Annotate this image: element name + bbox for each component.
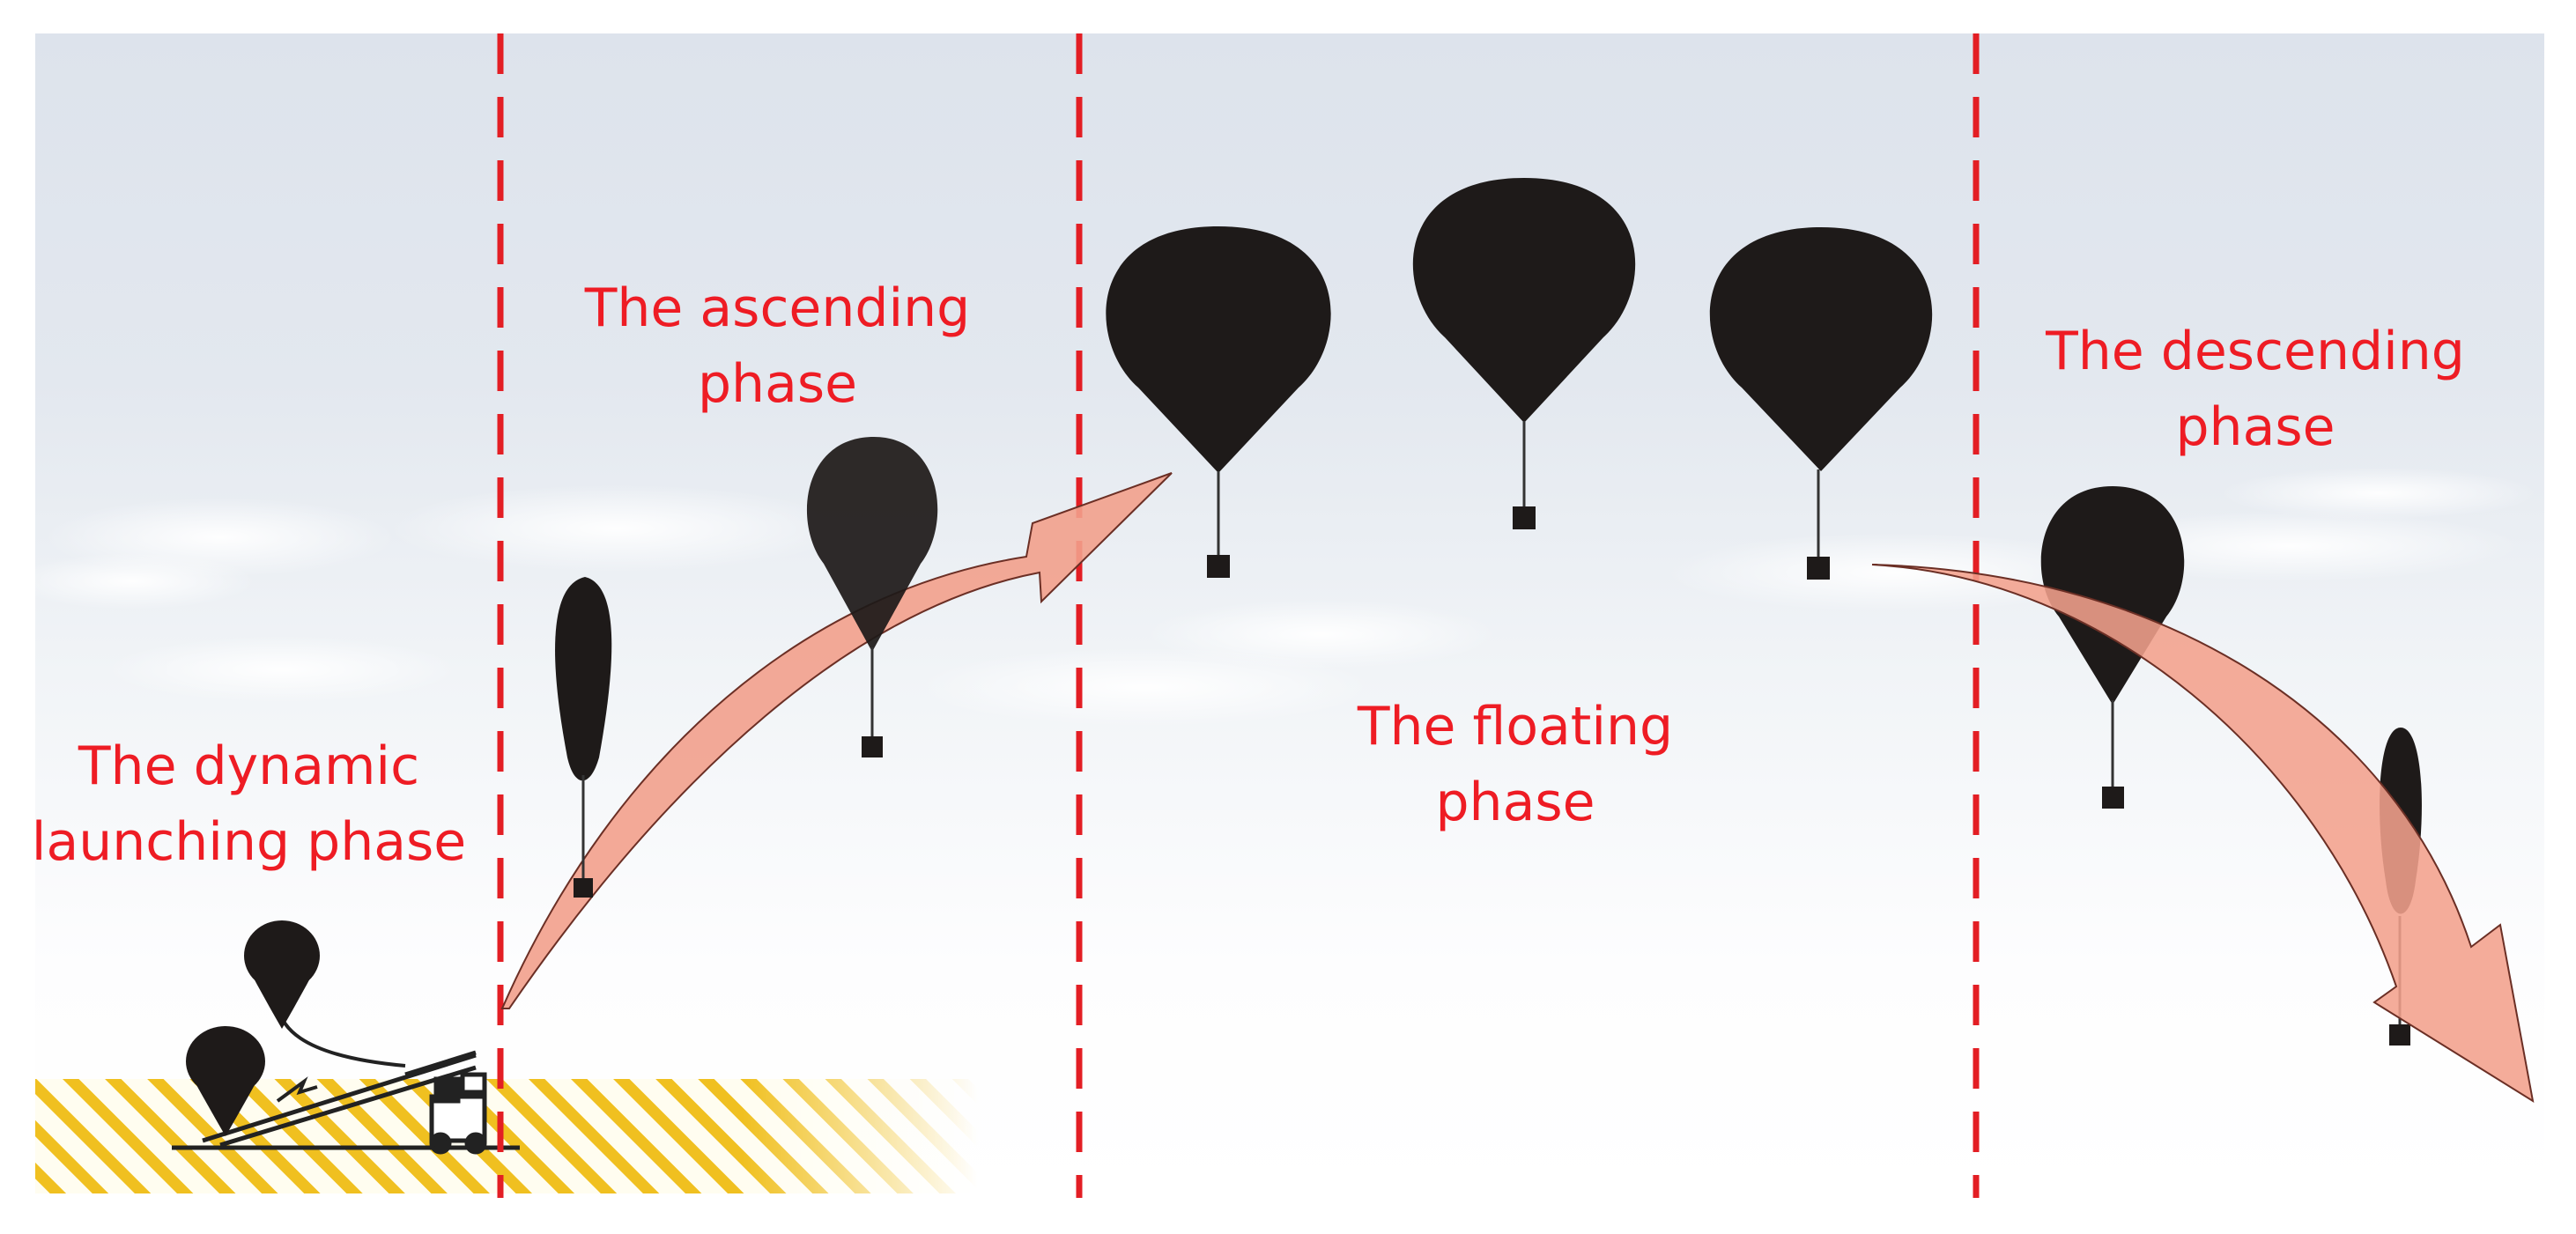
balloon-icon — [1412, 178, 1636, 529]
balloon-icon — [244, 920, 320, 1029]
floating-phase-label: The floating phase — [1295, 689, 1736, 840]
balloon-icon — [2040, 486, 2185, 809]
descending-phase-label-line1: The descending — [2046, 321, 2465, 382]
balloon-icon — [186, 1026, 265, 1136]
ascending-phase-label: The ascending phase — [555, 270, 1000, 422]
ascending-phase-label-line2: phase — [697, 353, 858, 415]
launching-phase-label-line1: The dynamic — [78, 735, 420, 797]
balloon-icon — [806, 437, 938, 757]
ascending-phase-label-line1: The ascending — [584, 277, 971, 339]
phase-dividers — [497, 33, 1980, 1198]
balloon-icon — [555, 577, 612, 898]
balloon-icon — [1709, 227, 1933, 580]
descending-phase-label: The descending phase — [2017, 314, 2493, 465]
launching-phase-label-line2: launching phase — [31, 811, 467, 873]
clouds — [9, 467, 2537, 727]
balloon-icon — [1106, 226, 1331, 578]
ground-hatch — [35, 1079, 978, 1193]
descending-trajectory-arrow — [1871, 564, 2535, 1104]
ascending-trajectory-arrow — [500, 472, 1173, 1009]
floating-phase-label-line1: The floating — [1357, 696, 1674, 757]
launching-phase-label: The dynamic launching phase — [26, 728, 471, 880]
descending-phase-label-line2: phase — [2175, 396, 2335, 458]
launch-vehicle-icon — [202, 1050, 487, 1155]
floating-phase-label-line2: phase — [1435, 772, 1595, 833]
